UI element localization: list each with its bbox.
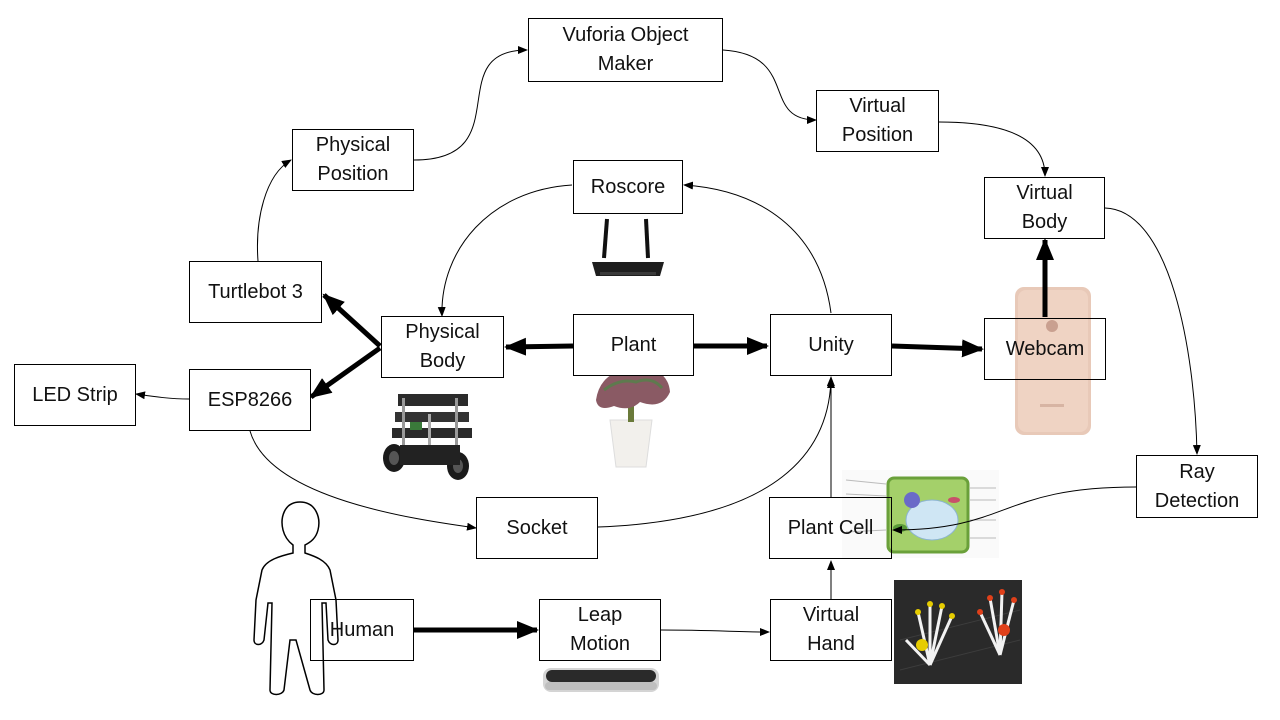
node-label: Turtlebot 3 [208, 280, 303, 303]
plant-cell-diagram-icon [842, 470, 999, 558]
human-figure-icon [253, 501, 339, 696]
node-ray-detection: Ray Detection [1136, 455, 1258, 518]
node-label: Human [329, 618, 395, 641]
iphone-icon [1015, 287, 1091, 435]
node-turtlebot-3: Turtlebot 3 [189, 261, 322, 323]
edge-vuforia-to-virtual-position [722, 49, 817, 124]
edge-socket-to-unity [597, 376, 835, 528]
edge-plant-to-physical-body [504, 337, 574, 356]
node-label: Unity [808, 333, 854, 356]
node-label: Webcam [1005, 337, 1085, 360]
node-label: Virtual Position [841, 95, 914, 146]
wifi-router-icon [592, 218, 664, 276]
node-unity: Unity [770, 314, 892, 376]
plant-pot-icon [596, 367, 670, 468]
edge-unity-to-webcam [891, 339, 984, 358]
edge-leap-motion-to-virtual-hand [660, 627, 770, 636]
node-label: Socket [506, 516, 568, 539]
node-esp8266: ESP8266 [189, 369, 311, 431]
node-leap-motion: Leap Motion [539, 599, 661, 661]
edge-virtual-body-to-ray-detection [1104, 207, 1201, 455]
node-physical-body: Physical Body [381, 316, 504, 378]
node-label: Physical Body [405, 321, 480, 372]
node-human: Human [310, 599, 414, 661]
node-label: Ray Detection [1154, 460, 1240, 512]
node-label: Physical Position [315, 134, 391, 185]
edge-virtual-position-to-virtual-body [938, 121, 1049, 177]
edge-esp8266-to-socket [249, 430, 477, 531]
node-roscore: Roscore [573, 160, 683, 214]
node-label: Virtual Hand [802, 604, 860, 655]
virtual-hands-icon [894, 580, 1022, 684]
node-label: Plant Cell [787, 516, 874, 539]
edge-physical-body-to-esp8266 [309, 345, 382, 400]
node-label: Leap Motion [569, 604, 631, 655]
node-plant: Plant [573, 314, 694, 376]
edge-unity-to-roscore [683, 181, 832, 314]
node-virtual-body: Virtual Body [984, 177, 1105, 239]
node-led-strip: LED Strip [14, 364, 136, 426]
leap-motion-device-icon [543, 668, 659, 692]
node-label: LED Strip [32, 383, 118, 406]
node-virtual-hand: Virtual Hand [770, 599, 892, 661]
edge-turtlebot-to-physical-position [257, 159, 292, 262]
node-virtual-position: Virtual Position [816, 90, 939, 152]
edge-physical-position-to-vuforia [413, 46, 528, 161]
node-vuforia-object-maker: Vuforia Object Maker [528, 18, 723, 82]
edge-physical-body-to-turtlebot [322, 293, 382, 348]
node-label: Vuforia Object Maker [562, 24, 689, 75]
edge-ray-detection-to-plant-cell [892, 486, 1137, 534]
node-physical-position: Physical Position [292, 129, 414, 191]
edge-roscore-to-physical-body [437, 184, 573, 317]
node-label: Roscore [590, 175, 666, 198]
node-label: Plant [610, 333, 657, 356]
node-socket: Socket [476, 497, 598, 559]
turtlebot-robot-icon [383, 394, 472, 480]
node-label: ESP8266 [207, 388, 293, 411]
edge-esp8266-to-led-strip [135, 391, 190, 400]
node-webcam: Webcam [984, 318, 1106, 380]
node-plant-cell: Plant Cell [769, 497, 892, 559]
node-label: Virtual Body [1016, 182, 1073, 233]
